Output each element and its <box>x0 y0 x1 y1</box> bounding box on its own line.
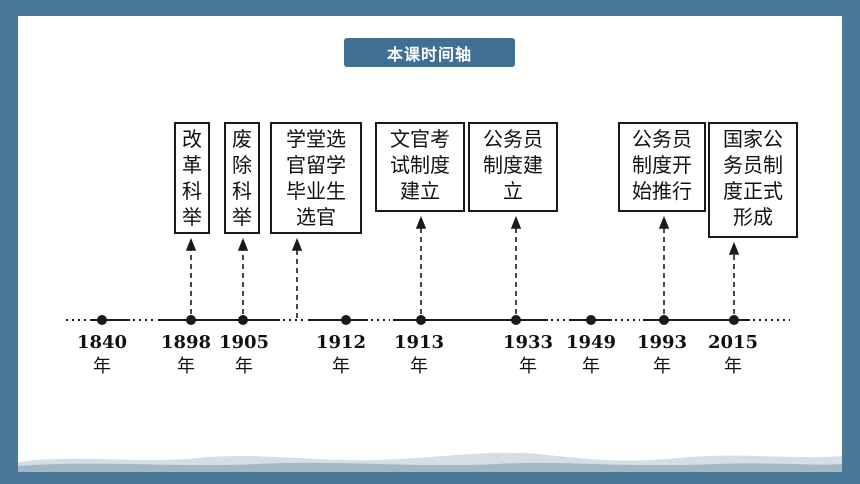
year-unit: 年 <box>332 356 350 377</box>
year-number: 1949 <box>565 332 617 353</box>
year-label: 1913 年 <box>389 331 449 379</box>
event-box: 改革科举 <box>174 122 210 234</box>
event-text-line: 制度开 <box>632 153 692 177</box>
event-text-line: 务员制 <box>723 153 783 177</box>
year-label: 1898 年 <box>156 331 216 379</box>
year-label: 1993 年 <box>632 331 692 379</box>
event-text-line: 选官 <box>296 205 336 229</box>
event-text-line: 试制度 <box>390 153 450 177</box>
year-number: 1913 <box>393 332 445 353</box>
year-number: 1840 <box>76 332 128 353</box>
timeline-dots <box>97 315 739 325</box>
timeline-dot <box>186 315 196 325</box>
event-arrow-head <box>291 237 303 251</box>
event-text-line: 除 <box>232 153 252 177</box>
decorative-wave <box>18 452 842 472</box>
event-text-line: 官留学 <box>286 153 346 177</box>
event-text-line: 立 <box>503 179 523 203</box>
event-text-line: 公务员 <box>483 127 543 151</box>
event-text-line: 举 <box>232 205 252 229</box>
year-unit: 年 <box>177 356 195 377</box>
year-label: 1949 年 <box>561 331 621 379</box>
timeline-arrows <box>185 215 740 318</box>
event-text-line: 举 <box>182 205 202 229</box>
year-number: 1993 <box>636 332 688 353</box>
event-text-line: 改 <box>182 127 202 151</box>
event-text-line: 毕业生 <box>286 179 346 203</box>
year-unit: 年 <box>653 356 671 377</box>
event-text-line: 度正式 <box>723 179 783 203</box>
year-unit: 年 <box>519 356 537 377</box>
event-arrow-head <box>728 241 740 255</box>
year-number: 2015 <box>707 332 759 353</box>
event-text-line: 革 <box>182 153 202 177</box>
event-text-line: 制度建 <box>483 153 543 177</box>
event-text-line: 国家公 <box>723 127 783 151</box>
year-label: 1933 年 <box>498 331 558 379</box>
event-text-line: 形成 <box>733 205 773 229</box>
year-number: 1912 <box>315 332 367 353</box>
event-arrow-head <box>185 237 197 251</box>
timeline-dot <box>238 315 248 325</box>
year-label: 1912 年 <box>311 331 371 379</box>
event-box: 文官考试制度建立 <box>375 122 465 212</box>
event-text-line: 学堂选 <box>286 127 346 151</box>
event-box: 公务员制度建立 <box>468 122 558 212</box>
event-box: 废除科举 <box>224 122 260 234</box>
timeline-dot <box>341 315 351 325</box>
year-unit: 年 <box>93 356 111 377</box>
timeline-dot <box>659 315 669 325</box>
slide-panel <box>18 16 842 472</box>
event-text-line: 科 <box>182 179 202 203</box>
timeline-dot <box>416 315 426 325</box>
year-unit: 年 <box>235 356 253 377</box>
event-arrow-head <box>415 215 427 229</box>
event-arrow-head <box>237 237 249 251</box>
timeline-dot <box>97 315 107 325</box>
year-unit: 年 <box>582 356 600 377</box>
event-box: 国家公务员制度正式形成 <box>708 122 798 238</box>
event-text-line: 公务员 <box>632 127 692 151</box>
event-text-line: 废 <box>232 127 252 151</box>
year-number: 1898 <box>160 332 212 353</box>
year-unit: 年 <box>410 356 428 377</box>
year-label: 1905 年 <box>214 331 274 379</box>
event-text-line: 科 <box>232 179 252 203</box>
year-number: 1933 <box>502 332 554 353</box>
timeline-dot <box>586 315 596 325</box>
timeline-dot <box>729 315 739 325</box>
year-label: 1840 年 <box>72 331 132 379</box>
event-box: 学堂选官留学毕业生选官 <box>270 122 362 234</box>
year-label: 2015 年 <box>703 331 763 379</box>
year-unit: 年 <box>724 356 742 377</box>
event-arrow-head <box>510 215 522 229</box>
event-text-line: 建立 <box>400 179 440 203</box>
event-text-line: 文官考 <box>390 127 450 151</box>
event-text-line: 始推行 <box>632 179 692 203</box>
timeline-dot <box>511 315 521 325</box>
event-arrow-head <box>658 215 670 229</box>
timeline-title: 本课时间轴 <box>344 38 515 67</box>
year-number: 1905 <box>218 332 270 353</box>
event-box: 公务员制度开始推行 <box>618 122 706 212</box>
